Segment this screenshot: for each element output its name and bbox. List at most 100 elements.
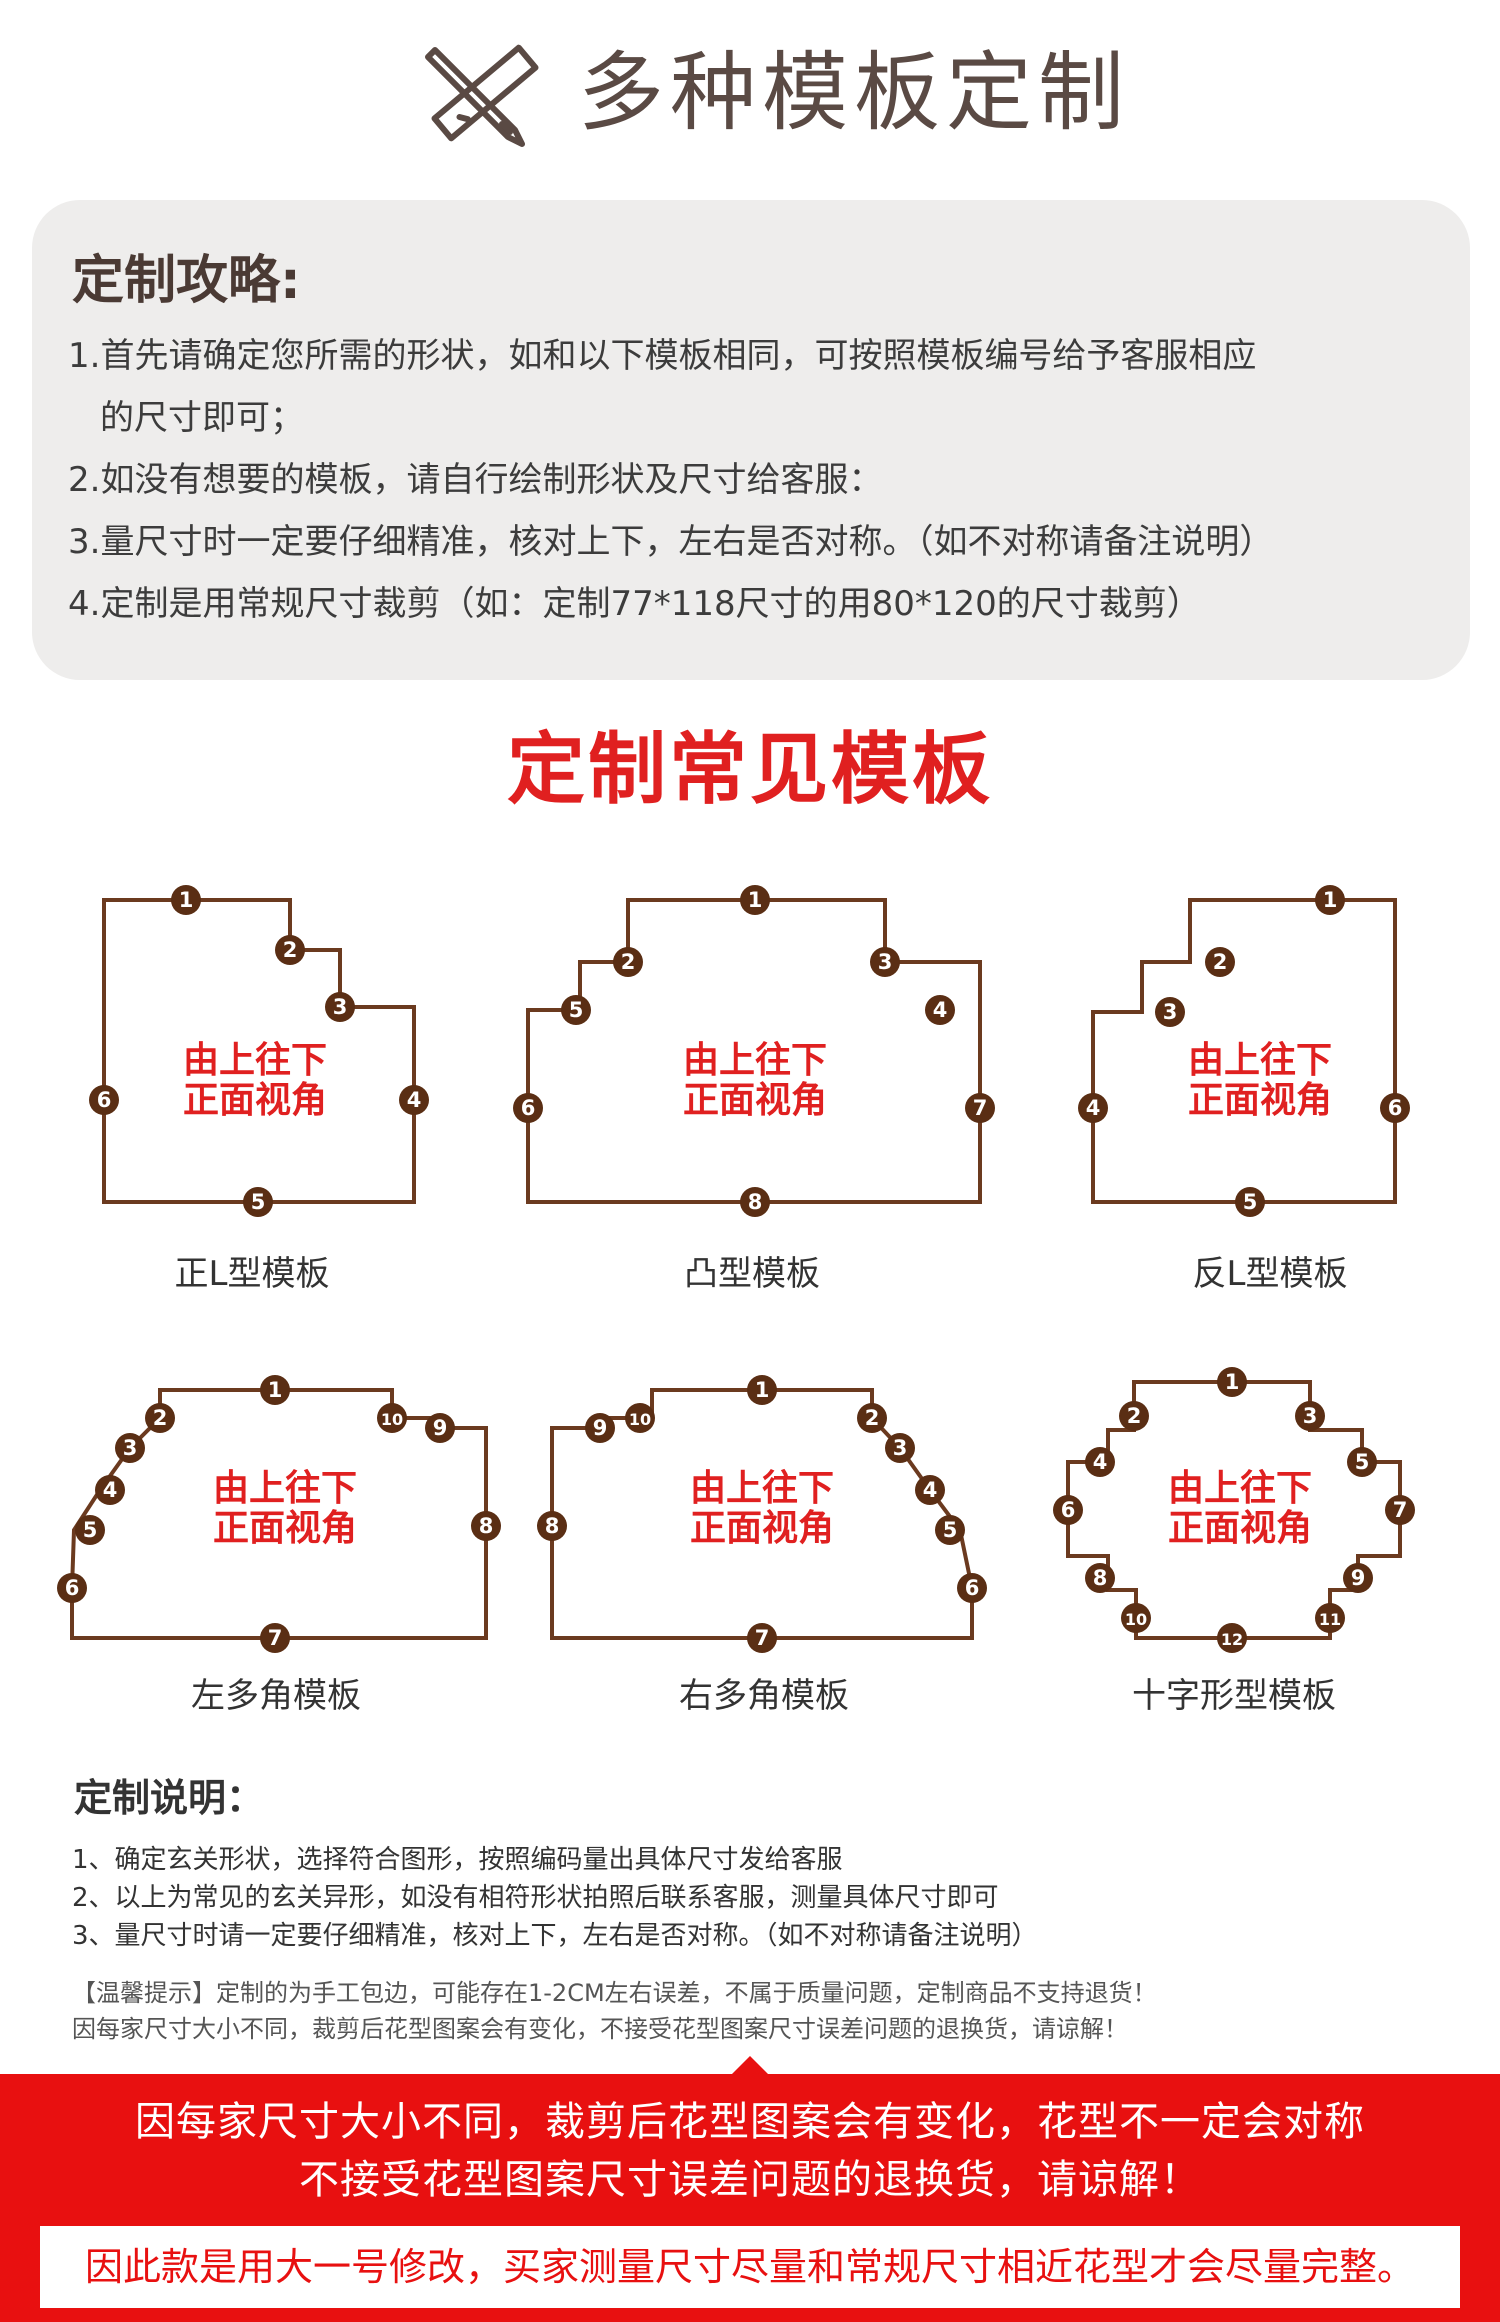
marker-circle [1343,1563,1373,1593]
marker-circle [915,1475,945,1505]
marker-label: 8 [748,1190,763,1214]
guide-line-4: 4.定制是用常规尺寸裁剪（如：定制77*118尺寸的用80*120的尺寸裁剪） [68,584,1201,624]
marker-label: 10 [381,1410,403,1429]
view-text: 由上往下 [690,1468,834,1509]
marker-circle [377,1403,407,1433]
marker-label: 1 [1323,888,1338,912]
marker-label: 4 [103,1478,118,1502]
marker-label: 1 [748,888,763,912]
marker-label: 4 [923,1478,938,1502]
marker-circle [537,1511,567,1541]
marker-circle [747,1375,777,1405]
marker-circle [625,1403,655,1433]
marker-circle [935,1515,965,1545]
marker-circle [957,1573,987,1603]
view-text: 正面视角 [690,1508,834,1549]
marker-circle [1119,1401,1149,1431]
marker-circle [260,1623,290,1653]
marker-label: 3 [1163,1000,1178,1024]
marker-label: 5 [83,1518,98,1542]
marker-label: 3 [1303,1404,1318,1428]
marker-circle [75,1515,105,1545]
marker-circle [471,1511,501,1541]
marker-label: 7 [268,1626,283,1650]
marker-label: 10 [1125,1610,1147,1629]
marker-circle [1078,1093,1108,1123]
marker-label: 6 [965,1576,980,1600]
template-label: 凸型模板 [684,1254,820,1294]
marker-circle [145,1403,175,1433]
view-text: 由上往下 [1168,1468,1312,1509]
marker-label: 3 [333,995,348,1019]
marker-label: 7 [755,1626,770,1650]
marker-circle [1085,1447,1115,1477]
marker-label: 10 [629,1410,651,1429]
pencil-ruler-icon [425,44,539,147]
template-label: 正L型模板 [174,1254,330,1294]
marker-label: 9 [1351,1566,1366,1590]
marker-circle [57,1573,87,1603]
marker-circle [740,885,770,915]
guide-line-1: 1.首先请确定您所需的形状，如和以下模板相同，可按照模板编号给予客服相应 [68,336,1257,376]
view-text: 正面视角 [183,1080,327,1121]
template-shape-convex [526,898,982,1204]
marker-circle [965,1093,995,1123]
tip-line-1: 【温馨提示】定制的为手工包边，可能存在1-2CM左右误差，不属于质量问题，定制商… [72,1979,1157,2007]
marker-circle [870,947,900,977]
marker-label: 6 [521,1096,536,1120]
marker-circle [1385,1495,1415,1525]
marker-label: 5 [251,1190,266,1214]
marker-label: 3 [893,1436,908,1460]
marker-circle [1380,1093,1410,1123]
marker-label: 2 [153,1406,168,1430]
marker-label: 1 [268,1378,283,1402]
marker-circle [1235,1187,1265,1217]
marker-circle [1217,1367,1247,1397]
banner-strip-text: 因此款是用大一号修改，买家测量尺寸尽量和常规尺寸相近花型才会尽量完整。 [84,2245,1415,2289]
marker-circle [325,992,355,1022]
marker-label: 4 [933,998,948,1022]
marker-label: 4 [407,1088,422,1112]
marker-circle [1121,1603,1151,1633]
marker-circle [1315,885,1345,915]
marker-label: 2 [865,1406,880,1430]
view-text: 正面视角 [1188,1080,1332,1121]
marker-circle [1315,1603,1345,1633]
marker-label: 3 [878,950,893,974]
marker-circle [115,1433,145,1463]
marker-label: 6 [1388,1096,1403,1120]
guide-line-1-cont: 的尺寸即可； [100,398,304,438]
marker-label: 8 [479,1514,494,1538]
marker-circle [561,995,591,1025]
marker-label: 4 [1093,1450,1108,1474]
marker-circle [885,1433,915,1463]
marker-label: 2 [283,938,298,962]
marker-label: 6 [1061,1498,1076,1522]
marker-circle [1205,947,1235,977]
guide-line-2: 2.如没有想要的模板，请自行绘制形状及尺寸给客服： [68,460,883,500]
marker-label: 5 [1355,1450,1370,1474]
view-text: 由上往下 [683,1040,827,1081]
marker-circle [275,935,305,965]
marker-label: 1 [179,888,194,912]
tip-line-2: 因每家尺寸大小不同，裁剪后花型图案会有变化，不接受花型图案尺寸误差问题的退换货，… [72,2015,1128,2043]
marker-circle [425,1413,455,1443]
banner-line-2: 不接受花型图案尺寸误差问题的退换货，请谅解！ [299,2157,1201,2203]
marker-circle [171,885,201,915]
marker-circle [1295,1401,1325,1431]
marker-circle [747,1623,777,1653]
marker-circle [1347,1447,1377,1477]
marker-label: 1 [755,1378,770,1402]
view-text: 正面视角 [213,1508,357,1549]
guide-line-3: 3.量尺寸时一定要仔细精准，核对上下，左右是否对称。（如不对称请备注说明） [68,522,1274,562]
marker-label: 5 [1243,1190,1258,1214]
marker-label: 2 [1127,1404,1142,1428]
template-diagrams: 由上往下 正面视角 由上往下 正面视角 由上往下 正面视角 由上往下 正面视角 … [57,885,1415,1653]
notes-title: 定制说明： [74,1776,265,1820]
marker-label: 9 [433,1416,448,1440]
marker-circle [857,1403,887,1433]
marker-circle [740,1187,770,1217]
section-title: 定制常见模板 [506,725,993,815]
banner-pointer [730,2056,770,2076]
marker-label: 4 [1086,1096,1101,1120]
